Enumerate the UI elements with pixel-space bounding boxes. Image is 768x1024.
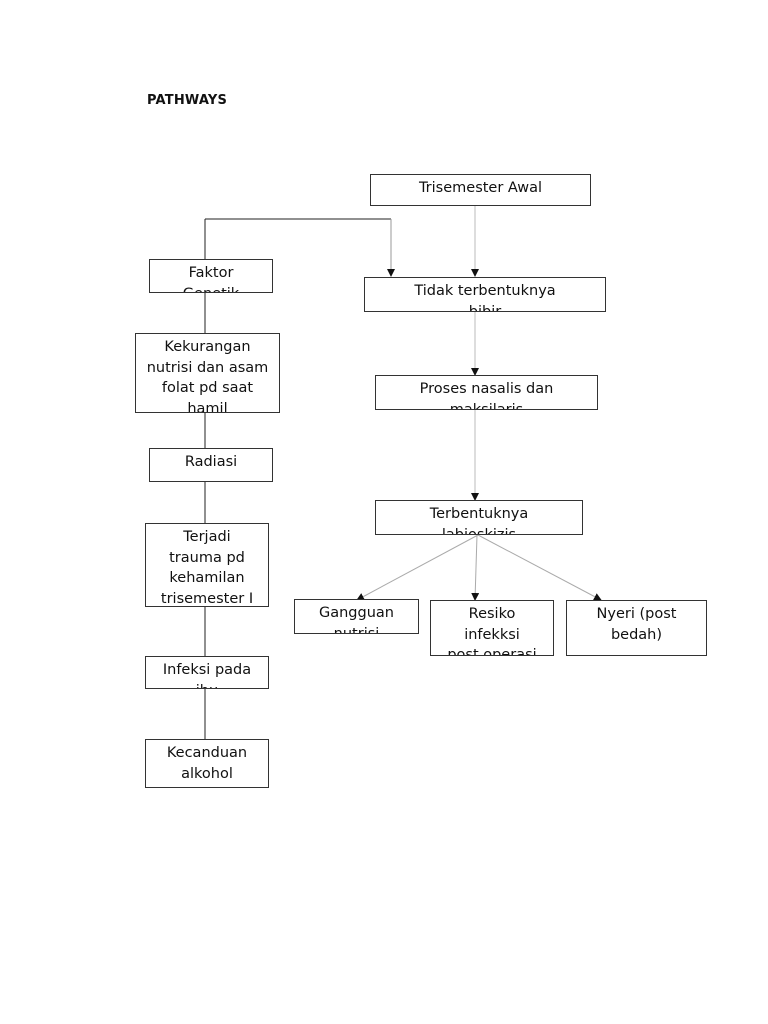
to-resiko-arrow [471,534,480,601]
node-radiasi: Radiasi [149,448,273,482]
node-kekurangan-nutrisi: Kekurangan nutrisi dan asam folat pd saa… [135,333,280,413]
node-terbentuknya: Terbentuknya labioskizis [375,500,583,535]
node-trisemester-awal: Trisemester Awal [370,174,591,206]
node-kecanduan-alkohol: Kecanduan alkohol [145,739,269,788]
node-gangguan-nutrisi: Gangguan nutrisi [294,599,419,634]
node-tidak-terbentuknya: Tidak terbentuknya bibir [364,277,606,312]
node-faktor: Faktor Genetik [149,259,273,293]
to-nyeri-arrow [477,534,602,601]
to-gangguan-arrow [356,534,479,601]
node-resiko-infeksi: Resiko infekksi post operasi [430,600,554,656]
node-infeksi-pada: Infeksi pada ibu [145,656,269,689]
node-nyeri: Nyeri (post bedah) [566,600,707,656]
page-title: PATHWAYS [147,93,228,108]
node-proses-nasalis: Proses nasalis dan maksilaris [375,375,598,410]
node-terjadi-trauma: Terjadi trauma pd kehamilan trisemester … [145,523,269,607]
